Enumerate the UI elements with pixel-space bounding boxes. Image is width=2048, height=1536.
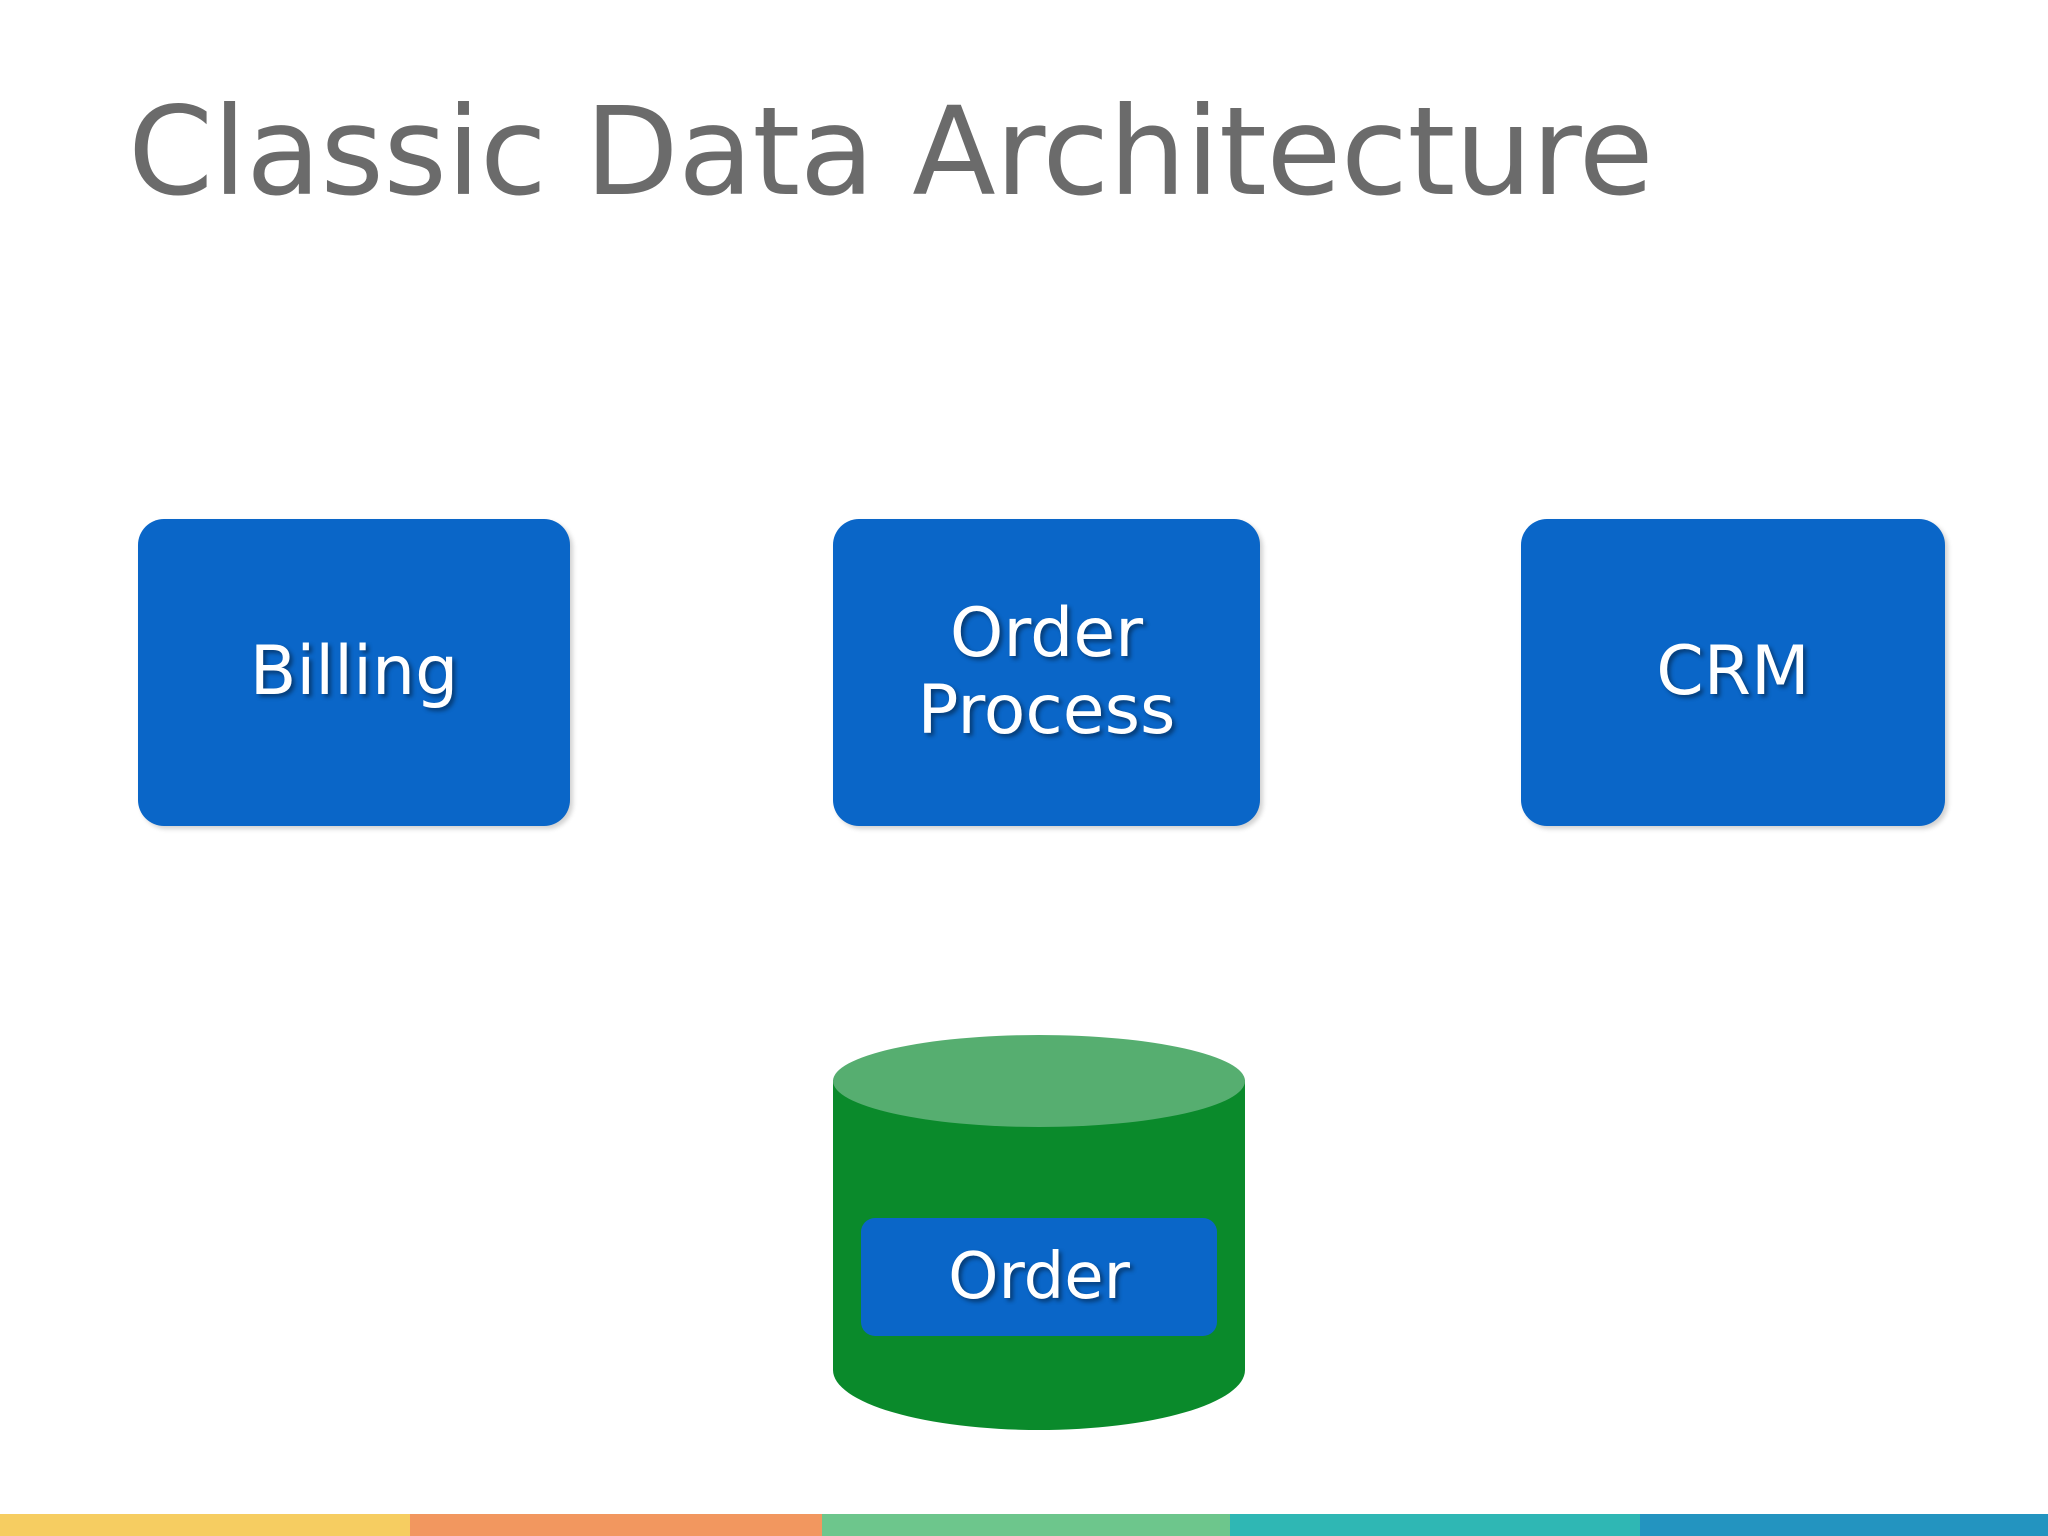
database-cylinder-top-ellipse <box>833 1035 1245 1127</box>
bottom-strip-segment-orange <box>410 1514 822 1536</box>
database-label-badge: Order <box>861 1218 1217 1336</box>
database-label-text: Order <box>948 1240 1130 1314</box>
bottom-strip-segment-blue <box>1640 1514 2048 1536</box>
app-box-order-process-label: Order Process <box>917 594 1176 750</box>
app-box-order-process[interactable]: Order Process <box>833 519 1260 826</box>
page-title: Classic Data Architecture <box>128 81 1654 223</box>
bottom-strip-segment-teal <box>1230 1514 1640 1536</box>
bottom-color-strip <box>0 1514 2048 1536</box>
app-box-billing-label: Billing <box>249 632 459 712</box>
app-box-billing[interactable]: Billing <box>138 519 570 826</box>
app-box-crm-label: CRM <box>1656 632 1810 712</box>
app-box-crm[interactable]: CRM <box>1521 519 1945 826</box>
bottom-strip-segment-green <box>822 1514 1230 1536</box>
bottom-strip-segment-yellow <box>0 1514 410 1536</box>
database-cylinder-order[interactable]: Order <box>833 1035 1245 1430</box>
